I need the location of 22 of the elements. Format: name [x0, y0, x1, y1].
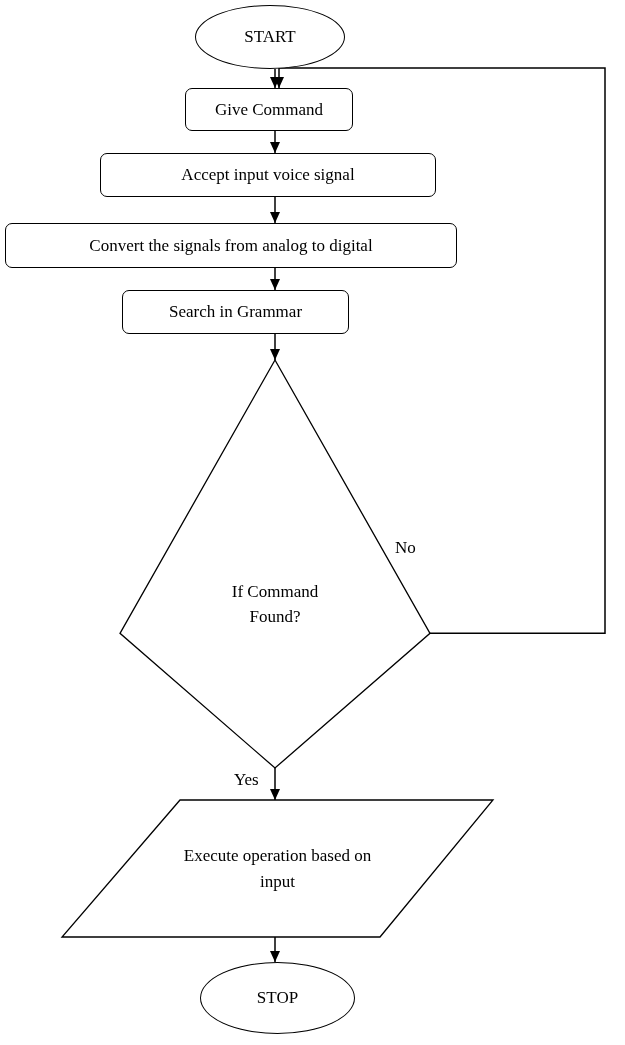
node-label: Accept input voice signal — [181, 164, 355, 187]
arrow — [270, 68, 280, 89]
input-output-parallelogram — [62, 800, 493, 937]
node-label: Search in Grammar — [168, 301, 303, 324]
process-box — [185, 88, 353, 131]
node-label: STOP — [256, 987, 299, 1010]
node-label: START — [244, 26, 296, 49]
arrow — [270, 267, 280, 291]
arrow — [270, 767, 280, 801]
node-label: Give Command — [214, 98, 324, 121]
decision-diamond — [120, 360, 430, 768]
process-box — [122, 290, 349, 334]
node-label: Execute operation based on input — [182, 845, 373, 893]
process-box — [5, 223, 457, 268]
arrow — [274, 67, 606, 635]
process-box — [100, 153, 436, 197]
arrow — [270, 196, 280, 224]
node-label: Convert the signals from analog to digital — [89, 234, 373, 257]
node-label: If Command Found? — [230, 580, 320, 628]
arrow — [270, 936, 280, 963]
arrow — [270, 333, 280, 361]
arrow — [270, 130, 280, 154]
